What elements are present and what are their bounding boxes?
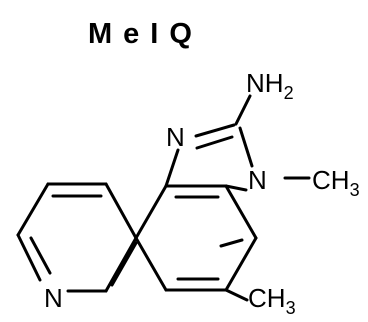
svg-text:NH2: NH2 bbox=[246, 68, 294, 103]
compound-title: MeIQ bbox=[88, 18, 203, 50]
methyl-n-subscript: 3 bbox=[350, 180, 360, 200]
atom-label-imidazole-n1: N bbox=[248, 165, 267, 195]
atom-label-amine: NH2 bbox=[246, 68, 294, 103]
amine-subscript: 2 bbox=[284, 83, 294, 103]
atom-label-imidazole-n3: N bbox=[166, 122, 185, 152]
methyl-n-label: CH bbox=[312, 165, 350, 195]
amine-label: NH bbox=[246, 68, 284, 98]
svg-text:CH3: CH3 bbox=[248, 283, 296, 318]
methyl-c4-label: CH bbox=[248, 283, 286, 313]
atom-label-methyl-c4: CH3 bbox=[248, 283, 296, 318]
atom-label-pyridine-n: N bbox=[44, 283, 63, 313]
svg-text:CH3: CH3 bbox=[312, 165, 360, 200]
atom-label-methyl-n: CH3 bbox=[312, 165, 360, 200]
bond-lines bbox=[16, 94, 311, 302]
methyl-c4-subscript: 3 bbox=[286, 298, 296, 318]
